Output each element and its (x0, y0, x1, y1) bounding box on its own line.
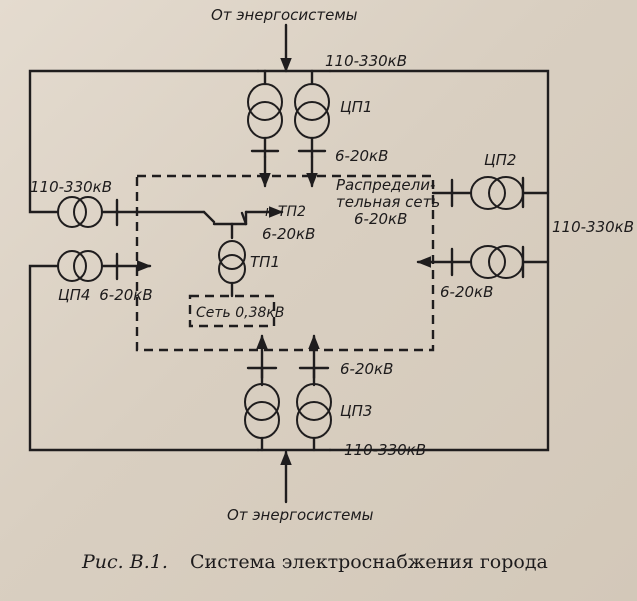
substation-cp4: 110-330кВ ЦП4 6-20кВ (30, 178, 206, 304)
cp4-lv-label: 6-20кВ (99, 286, 152, 304)
distribution-label-line3: 6-20кВ (354, 210, 407, 228)
figure-caption: Рис. В.1. Система электроснабжения город… (81, 551, 548, 573)
cp2-name: ЦП2 (484, 151, 516, 169)
cp3-transformer-2 (296, 383, 332, 439)
cp1-transformer-2 (294, 83, 330, 139)
cp1-transformer-1 (247, 83, 283, 139)
cp2-lv-label: 6-20кВ (440, 283, 493, 301)
cp4-transformer-2 (57, 250, 103, 282)
to-tp2-label: к ТП2 (265, 204, 306, 220)
cp1-lv-label: 6-20кВ (335, 147, 388, 165)
substation-cp1: 110-330кВ ЦП1 6-20кВ (247, 52, 407, 188)
distribution-label-line2: тельная сеть (336, 193, 440, 211)
cp3-hv-label: 110-330кВ (344, 441, 426, 459)
bottom-source: От энергосистемы (227, 450, 374, 524)
tp1-hv-label: 6-20кВ (262, 225, 315, 243)
top-source-label: От энергосистемы (211, 6, 358, 24)
distribution-label-line1: Распредели- (336, 176, 435, 194)
cp2-transformer-1 (470, 176, 524, 210)
low-voltage-network-box (188, 294, 276, 328)
hv-ring-network (28, 69, 550, 452)
bottom-source-label: От энергосистемы (227, 506, 374, 524)
caption-label: Рис. В.1. (81, 551, 168, 573)
cp4-label: ЦП4 6-20кВ (58, 286, 153, 304)
cp4-hv-label: 110-330кВ (30, 178, 112, 196)
tp1-transformer (218, 240, 246, 284)
cp3-transformer-1 (244, 383, 280, 439)
cp4-name: ЦП4 (58, 286, 90, 304)
tp1-switch (202, 210, 216, 224)
cp1-name: ЦП1 (340, 98, 372, 116)
cp4-transformer-1 (57, 196, 103, 228)
substation-tp1: к ТП2 6-20кВ ТП1 Сеть 0,38кВ (188, 204, 315, 328)
low-voltage-network-label: Сеть 0,38кВ (196, 305, 284, 321)
top-source: От энергосистемы (211, 6, 358, 73)
cp3-lv-label: 6-20кВ (340, 360, 393, 378)
tp1-name: ТП1 (250, 253, 280, 271)
cp2-transformer-2 (470, 245, 524, 279)
caption-text: Система электроснабжения города (190, 551, 548, 573)
cp1-hv-label: 110-330кВ (325, 52, 407, 70)
distribution-network-label: Распредели- тельная сеть 6-20кВ (336, 176, 440, 228)
substation-cp2: ЦП2 110-330кВ 6-20кВ (416, 151, 634, 301)
cp3-name: ЦП3 (340, 402, 372, 420)
cp2-hv-label: 110-330кВ (552, 218, 634, 236)
substation-cp3: 6-20кВ ЦП3 110-330кВ (244, 334, 426, 459)
